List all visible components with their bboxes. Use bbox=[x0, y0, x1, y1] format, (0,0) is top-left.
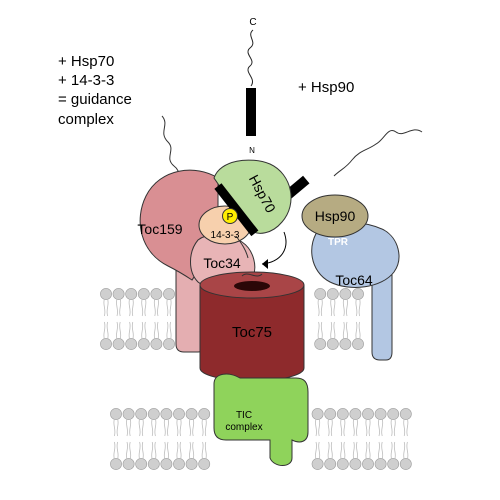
annotation-line-4: complex bbox=[58, 111, 114, 128]
lipid-headgroup bbox=[339, 287, 352, 317]
lipid-headgroup bbox=[326, 321, 339, 351]
lipid-headgroup bbox=[137, 287, 150, 317]
toc159-label: Toc159 bbox=[137, 221, 182, 237]
lipid-headgroup bbox=[311, 407, 324, 437]
lipid-headgroup bbox=[150, 287, 163, 317]
toc64-membrane-anchor bbox=[371, 271, 393, 361]
lipid-headgroup bbox=[326, 287, 339, 317]
lipid-headgroup bbox=[387, 441, 400, 471]
lipid-headgroup bbox=[324, 441, 337, 471]
lipid-headgroup bbox=[399, 441, 412, 471]
lipid-headgroup bbox=[137, 321, 150, 351]
annotation-line-3: = guidance bbox=[58, 91, 132, 108]
lipid-headgroup bbox=[125, 321, 138, 351]
lipid-headgroup bbox=[147, 407, 160, 437]
guidance-bound-peptide bbox=[214, 183, 259, 237]
lipid-headgroup bbox=[162, 321, 176, 351]
peptide-n-terminus-label: N bbox=[249, 146, 255, 155]
lipid-headgroup bbox=[112, 321, 125, 351]
lipid-headgroup bbox=[311, 441, 324, 471]
annotation-line-1: + Hsp70 bbox=[58, 53, 114, 70]
peptide-c-terminus-label: C bbox=[249, 17, 256, 28]
lipid-headgroup bbox=[110, 441, 122, 471]
toc64-label: Toc64 bbox=[335, 272, 373, 288]
lipid-headgroup bbox=[374, 407, 387, 437]
lipid-headgroup bbox=[387, 407, 400, 437]
phosphorylation-site bbox=[222, 208, 238, 224]
lipid-headgroup bbox=[185, 441, 198, 471]
lipid-headgroup bbox=[160, 441, 173, 471]
tic-label-line-1: TIC bbox=[236, 410, 252, 421]
hsp90-label: Hsp90 bbox=[315, 208, 356, 224]
tic-label-line-2: complex bbox=[225, 422, 262, 433]
lipid-headgroup bbox=[122, 441, 135, 471]
lipid-headgroup bbox=[361, 441, 375, 471]
lipid-headgroup bbox=[135, 441, 148, 471]
lipid-headgroup bbox=[339, 321, 352, 351]
peptide-helix bbox=[246, 88, 256, 136]
lipid-headgroup bbox=[125, 287, 138, 317]
tic-complex bbox=[213, 373, 309, 466]
lipid-headgroup bbox=[336, 407, 349, 437]
tpr-label: TPR bbox=[328, 237, 349, 248]
transfer-arrow bbox=[261, 231, 287, 265]
lipid-headgroup bbox=[100, 287, 112, 317]
lipid-headgroup bbox=[361, 407, 375, 437]
hsp70 bbox=[213, 159, 292, 234]
lipid-headgroup bbox=[198, 441, 211, 471]
lipid-headgroup bbox=[172, 441, 186, 471]
lipid-headgroup bbox=[160, 407, 173, 437]
lipid-headgroup bbox=[198, 407, 211, 437]
lipid-headgroup bbox=[349, 441, 362, 471]
lipid-headgroup bbox=[185, 407, 198, 437]
hsp90 bbox=[301, 194, 369, 238]
lipid-headgroup bbox=[349, 407, 362, 437]
lipid-headgroup bbox=[374, 441, 387, 471]
toc34-label: Toc34 bbox=[203, 255, 241, 271]
transit-peptide: C N bbox=[246, 17, 257, 155]
lipid-headgroup bbox=[351, 321, 365, 351]
lipid-headgroup bbox=[351, 287, 365, 317]
hsp90-annotation: + Hsp90 bbox=[298, 79, 354, 96]
lipid-headgroup bbox=[135, 407, 148, 437]
lipid-headgroup bbox=[336, 441, 349, 471]
toc75-pore bbox=[234, 281, 270, 291]
lipid-headgroup bbox=[172, 407, 186, 437]
annotation-line-2: + 14-3-3 bbox=[58, 72, 114, 89]
toc75-label: Toc75 bbox=[232, 324, 272, 341]
precursor-tail-right bbox=[333, 129, 423, 177]
guidance-complex-annotation: + Hsp70 + 14-3-3 = guidance complex bbox=[58, 53, 132, 128]
lipid-headgroup bbox=[162, 287, 176, 317]
inner-membrane-bottom-leaflet bbox=[110, 441, 412, 471]
lipid-headgroup bbox=[314, 321, 327, 351]
lipid-headgroup bbox=[314, 287, 327, 317]
lipid-headgroup bbox=[100, 321, 112, 351]
lipid-headgroup bbox=[110, 407, 122, 437]
lipid-headgroup bbox=[399, 407, 412, 437]
lipid-headgroup bbox=[150, 321, 163, 351]
phospho-label: P bbox=[227, 212, 234, 223]
toc75-channel: Toc75 bbox=[199, 271, 305, 382]
lipid-headgroup bbox=[147, 441, 160, 471]
lipid-headgroup bbox=[122, 407, 135, 437]
fourteen-three-three-label: 14-3-3 bbox=[211, 230, 240, 241]
lipid-headgroup bbox=[324, 407, 337, 437]
lipid-headgroup bbox=[112, 287, 125, 317]
